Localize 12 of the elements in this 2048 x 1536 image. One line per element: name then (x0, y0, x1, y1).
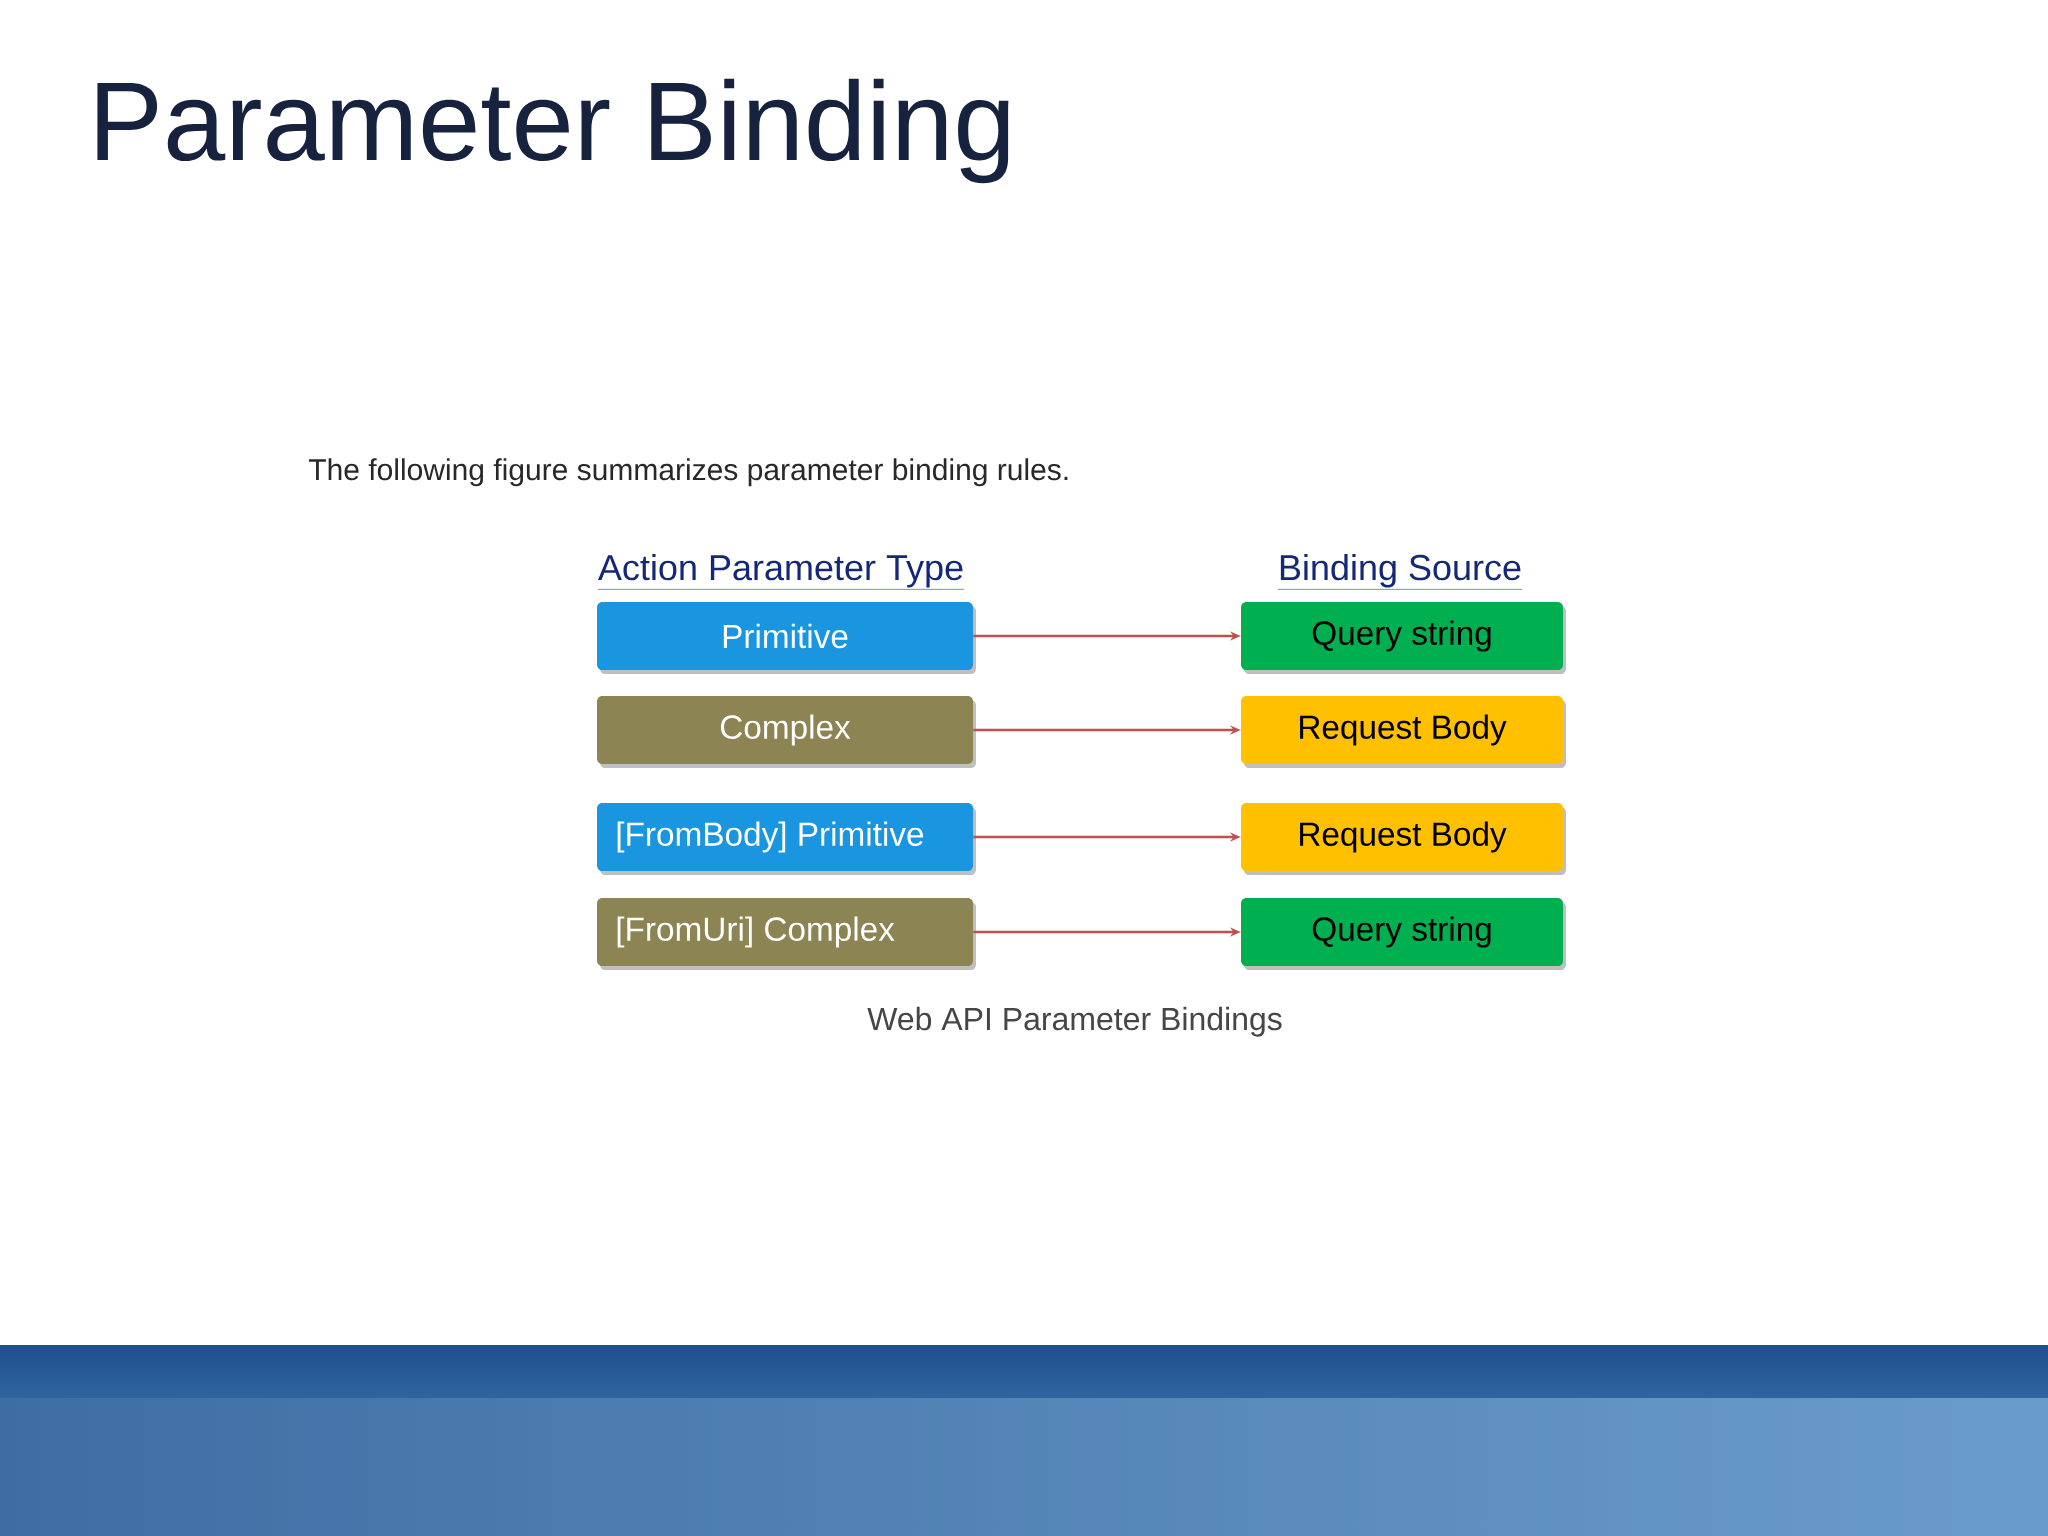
binding-box: [FromUri] Complex (597, 898, 976, 970)
binding-box: [FromBody] Primitive (597, 803, 976, 875)
title: Parameter Binding (97, 78, 1009, 184)
caption: Web API Parameter Bindings (867, 1006, 1282, 1037)
binding-box: Request Body (1241, 803, 1566, 875)
binding-box: Complex (597, 696, 976, 768)
intro-text: The following figure summarizes parameter binding rules. (308, 458, 1068, 487)
binding-box: Request Body (1241, 696, 1566, 768)
binding-box: Query string (1241, 898, 1566, 970)
binding-box: Primitive (597, 602, 976, 674)
column-heading: Binding Source (1277, 553, 1523, 590)
binding-box: Query string (1241, 602, 1566, 674)
